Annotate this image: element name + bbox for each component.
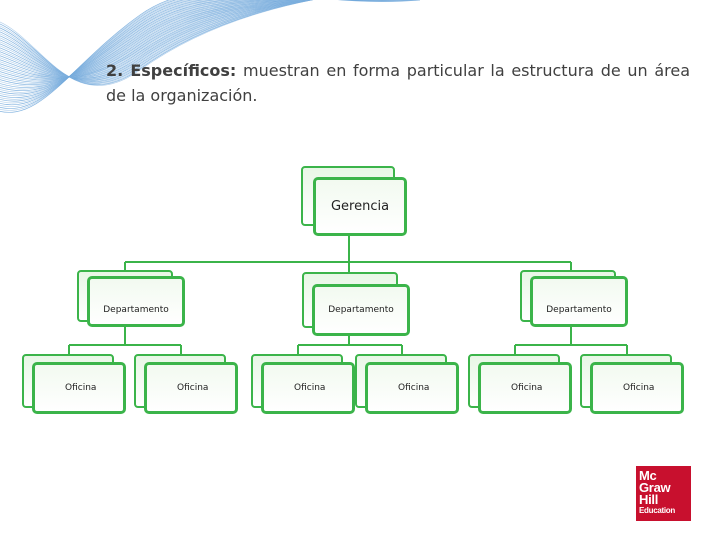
node-oficina-5: Oficina: [468, 354, 572, 414]
node-oficina-6: Oficina: [580, 354, 684, 414]
wave-line: [0, 0, 310, 80]
wave-line: [0, 0, 309, 79]
wave-line: [0, 0, 222, 93]
wave-line: [0, 0, 209, 97]
wave-line: [0, 0, 270, 84]
node-gerencia-label: Gerencia: [313, 177, 407, 236]
node-departamento-2: Departamento: [302, 272, 410, 336]
wave-line: [0, 0, 311, 80]
wave-line: [0, 0, 314, 86]
wave-line: [0, 0, 304, 78]
wave-line: [0, 0, 229, 92]
wave-line: [0, 0, 262, 86]
heading-number: 2. Específicos:: [106, 61, 237, 80]
wave-line: [0, 0, 415, 109]
node-departamento-2-label: Departamento: [312, 284, 410, 336]
node-oficina-3: Oficina: [251, 354, 355, 414]
wave-line: [0, 0, 215, 95]
node-oficina-2: Oficina: [134, 354, 238, 414]
logo-line-4: Education: [639, 506, 675, 515]
logo-line-3: Hill: [639, 492, 659, 507]
wave-line: [0, 0, 299, 78]
wave-line: [0, 0, 292, 80]
wave-line: [0, 0, 405, 106]
wave-line: [0, 0, 312, 82]
wave-line: [0, 0, 410, 107]
wave-line: [0, 0, 397, 104]
wave-line: [0, 0, 313, 84]
node-departamento-3: Departamento: [520, 270, 628, 327]
node-oficina-5-label: Oficina: [478, 362, 572, 414]
node-oficina-1-label: Oficina: [32, 362, 126, 414]
node-oficina-4-label: Oficina: [365, 362, 459, 414]
node-oficina-4: Oficina: [355, 354, 459, 414]
wave-line: [0, 0, 313, 83]
node-departamento-1: Departamento: [77, 270, 185, 327]
node-oficina-3-label: Oficina: [261, 362, 355, 414]
node-gerencia: Gerencia: [301, 166, 407, 236]
wave-line: [0, 0, 283, 82]
mcgraw-hill-education-logo: Mc Graw Hill Education: [636, 466, 691, 521]
wave-line: [0, 0, 199, 100]
wave-line: [0, 0, 237, 90]
wave-line: [0, 0, 253, 87]
wave-line: [0, 0, 297, 79]
logo-line-2: Graw: [639, 480, 671, 495]
node-departamento-1-label: Departamento: [87, 276, 185, 327]
wave-line: [0, 0, 421, 113]
node-departamento-3-label: Departamento: [530, 276, 628, 327]
wave-line: [0, 0, 295, 79]
wave-line: [0, 0, 306, 78]
page-heading: 2. Específicos: muestran en forma partic…: [106, 58, 690, 108]
wave-line: [0, 0, 311, 81]
wave-line: [0, 0, 203, 98]
heading-text: muestran en forma particular la estructu…: [106, 61, 691, 105]
node-oficina-1: Oficina: [22, 354, 126, 414]
wave-line: [0, 0, 421, 111]
decorative-wave-graphic: [0, 0, 421, 113]
wave-line: [0, 0, 313, 83]
wave-line: [0, 0, 244, 88]
wave-line: [0, 0, 388, 102]
wave-line: [0, 0, 308, 78]
wave-line: [0, 0, 306, 78]
wave-line: [0, 0, 287, 81]
wave-line: [0, 0, 314, 85]
wave-line: [0, 0, 276, 83]
wave-line: [0, 0, 311, 81]
wave-line: [0, 0, 308, 78]
node-oficina-2-label: Oficina: [144, 362, 238, 414]
wave-line: [0, 0, 310, 79]
wave-line: [0, 0, 307, 78]
wave-line: [0, 0, 313, 85]
wave-line: [0, 0, 303, 78]
node-oficina-6-label: Oficina: [590, 362, 684, 414]
wave-line: [0, 0, 302, 78]
logo-line-1: Mc: [639, 468, 657, 483]
